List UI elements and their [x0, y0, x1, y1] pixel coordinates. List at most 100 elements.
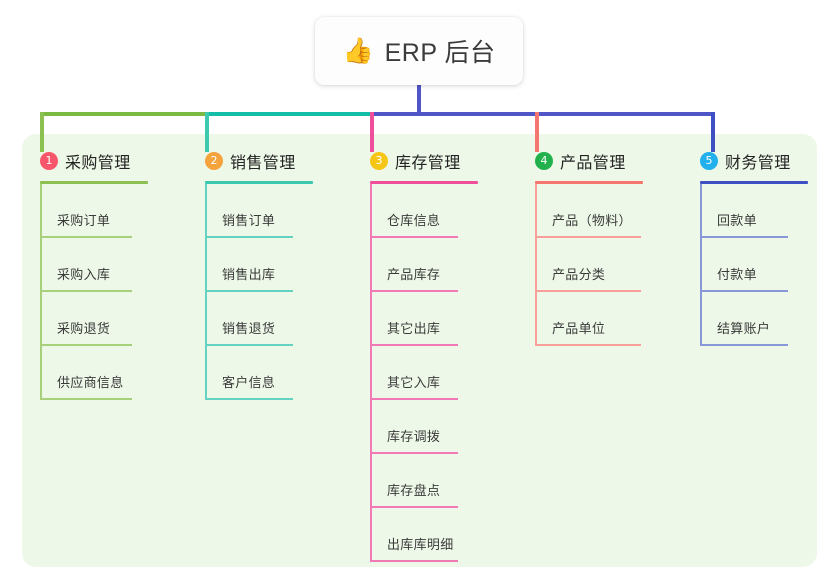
item-rule	[535, 290, 641, 292]
connector-drop-2	[205, 112, 209, 152]
item-rule	[370, 398, 458, 400]
connector-bus-segment-2	[205, 112, 374, 116]
item-rule	[370, 560, 458, 562]
item-rule	[370, 506, 458, 508]
connector-drop-5	[711, 112, 715, 152]
column-items-3: 仓库信息产品库存其它出库其它入库库存调拨库存盘点出库库明细	[370, 184, 478, 562]
column-header-5[interactable]: 5 财务管理	[700, 150, 808, 172]
list-item[interactable]: 出库库明细	[370, 508, 478, 562]
column-header-rule-2	[205, 181, 313, 184]
item-label: 供应商信息	[57, 375, 124, 390]
column-1: 1 采购管理采购订单采购入库采购退货供应商信息	[40, 150, 148, 400]
list-item[interactable]: 库存盘点	[370, 454, 478, 508]
item-label: 产品单位	[552, 321, 606, 336]
item-label: 回款单	[717, 213, 757, 228]
list-item[interactable]: 库存调拨	[370, 400, 478, 454]
item-label: 采购退货	[57, 321, 111, 336]
list-item[interactable]: 结算账户	[700, 292, 808, 346]
item-spine	[205, 238, 207, 292]
column-items-2: 销售订单销售出库销售退货客户信息	[205, 184, 313, 400]
item-rule	[700, 236, 788, 238]
item-label: 付款单	[717, 267, 757, 282]
item-label: 结算账户	[717, 321, 771, 336]
item-rule	[370, 452, 458, 454]
root-node-card[interactable]: 👍 ERP 后台	[315, 17, 523, 85]
item-label: 采购入库	[57, 267, 111, 282]
column-badge-4: 4	[535, 152, 553, 170]
item-rule	[40, 398, 132, 400]
list-item[interactable]: 其它出库	[370, 292, 478, 346]
item-label: 出库库明细	[387, 537, 454, 552]
list-item[interactable]: 采购退货	[40, 292, 148, 346]
column-header-rule-4	[535, 181, 643, 184]
item-label: 产品（物料）	[552, 213, 632, 228]
list-item[interactable]: 产品分类	[535, 238, 643, 292]
column-title-1: 采购管理	[65, 155, 131, 172]
list-item[interactable]: 产品库存	[370, 238, 478, 292]
item-spine	[370, 346, 372, 400]
item-rule	[205, 290, 293, 292]
item-spine	[205, 346, 207, 400]
item-spine	[205, 184, 207, 238]
item-label: 销售退货	[222, 321, 276, 336]
connector-bus-segment-1	[40, 112, 209, 116]
column-header-rule-3	[370, 181, 478, 184]
list-item[interactable]: 采购订单	[40, 184, 148, 238]
connector-trunk	[417, 80, 421, 112]
item-spine	[40, 238, 42, 292]
item-rule	[205, 344, 293, 346]
item-rule	[40, 344, 132, 346]
item-rule	[535, 344, 641, 346]
column-title-5: 财务管理	[725, 155, 791, 172]
item-spine	[535, 238, 537, 292]
list-item[interactable]: 产品（物料）	[535, 184, 643, 238]
list-item[interactable]: 其它入库	[370, 346, 478, 400]
column-5: 5 财务管理回款单付款单结算账户	[700, 150, 808, 346]
item-rule	[370, 236, 458, 238]
item-label: 仓库信息	[387, 213, 441, 228]
column-badge-2: 2	[205, 152, 223, 170]
connector-drop-1	[40, 112, 44, 152]
item-spine	[535, 292, 537, 346]
item-rule	[700, 344, 788, 346]
item-spine	[205, 292, 207, 346]
item-label: 销售订单	[222, 213, 276, 228]
list-item[interactable]: 销售出库	[205, 238, 313, 292]
list-item[interactable]: 回款单	[700, 184, 808, 238]
item-spine	[370, 454, 372, 508]
list-item[interactable]: 付款单	[700, 238, 808, 292]
column-items-5: 回款单付款单结算账户	[700, 184, 808, 346]
item-spine	[40, 292, 42, 346]
item-spine	[535, 184, 537, 238]
column-header-4[interactable]: 4 产品管理	[535, 150, 643, 172]
list-item[interactable]: 仓库信息	[370, 184, 478, 238]
item-spine	[370, 400, 372, 454]
connector-drop-4	[535, 112, 539, 152]
column-header-rule-1	[40, 181, 148, 184]
item-spine	[700, 184, 702, 238]
item-spine	[370, 184, 372, 238]
column-badge-5: 5	[700, 152, 718, 170]
connector-drop-3	[370, 112, 374, 152]
list-item[interactable]: 产品单位	[535, 292, 643, 346]
item-spine	[370, 292, 372, 346]
list-item[interactable]: 采购入库	[40, 238, 148, 292]
item-spine	[700, 292, 702, 346]
item-spine	[370, 508, 372, 562]
thumbs-up-icon: 👍	[342, 36, 374, 65]
list-item[interactable]: 供应商信息	[40, 346, 148, 400]
column-badge-1: 1	[40, 152, 58, 170]
list-item[interactable]: 销售订单	[205, 184, 313, 238]
item-label: 产品分类	[552, 267, 606, 282]
list-item[interactable]: 销售退货	[205, 292, 313, 346]
column-header-1[interactable]: 1 采购管理	[40, 150, 148, 172]
item-label: 库存调拨	[387, 429, 441, 444]
item-label: 其它出库	[387, 321, 441, 336]
column-4: 4 产品管理产品（物料） 产品分类产品单位	[535, 150, 643, 346]
column-title-4: 产品管理	[560, 155, 626, 172]
list-item[interactable]: 客户信息	[205, 346, 313, 400]
